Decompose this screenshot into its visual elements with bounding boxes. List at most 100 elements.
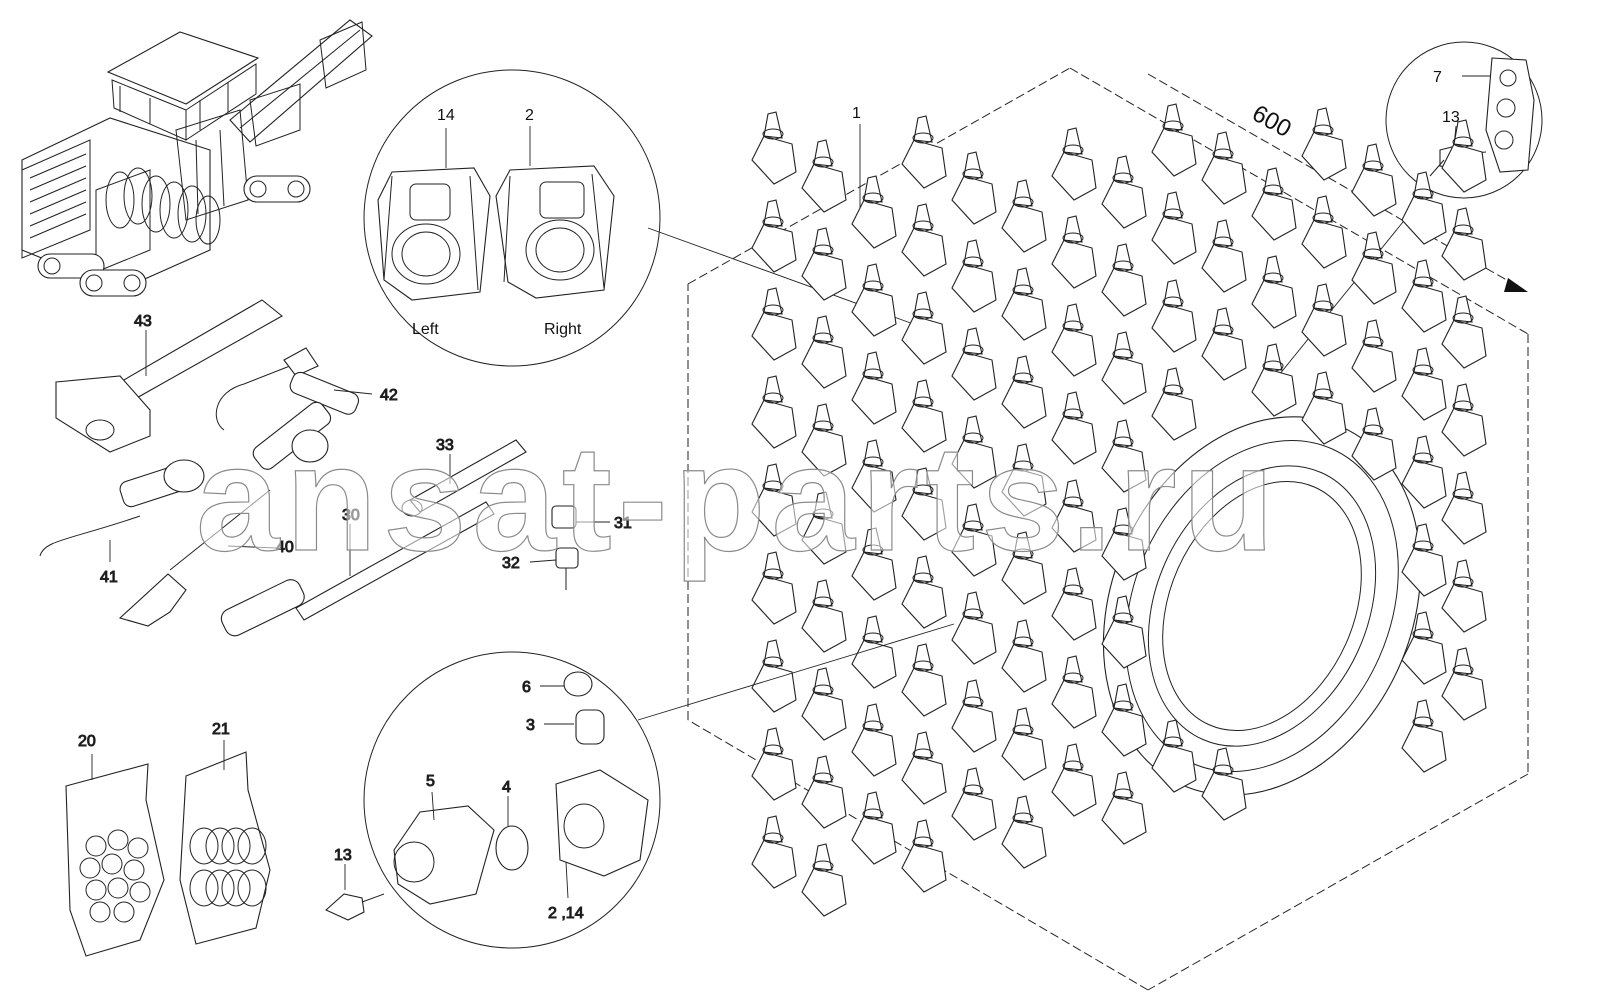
label-press-41: 41 bbox=[100, 569, 118, 586]
label-inset-pick-13: 13 bbox=[1442, 109, 1460, 126]
drum-tooth bbox=[1351, 319, 1397, 393]
drum-tooth bbox=[901, 379, 947, 453]
puller-drawing: 42 bbox=[215, 347, 398, 431]
drum-tooth bbox=[1101, 331, 1147, 405]
drum-tooth bbox=[1351, 143, 1397, 217]
holder-combo-drawing: 2 ,14 bbox=[548, 769, 649, 923]
drum-tooth bbox=[1401, 611, 1447, 685]
drum-tooth bbox=[1301, 283, 1347, 357]
label-extractor-40: 40 bbox=[276, 539, 294, 556]
drum-tooth bbox=[1001, 443, 1047, 517]
label-drift-30: 30 bbox=[342, 507, 360, 524]
housing-drawing: 5 bbox=[393, 773, 495, 905]
drum-tooth bbox=[1401, 523, 1447, 597]
drum-tooth bbox=[1151, 103, 1197, 177]
drum-tooth bbox=[1441, 119, 1487, 193]
socket-drawings: 31 32 bbox=[502, 505, 632, 590]
leader-exploded-inset bbox=[637, 623, 955, 721]
drum-tooth bbox=[1301, 371, 1347, 445]
label-bar-33: 33 bbox=[436, 437, 454, 454]
drum-tooth bbox=[951, 239, 997, 313]
drum-tooth bbox=[1051, 127, 1097, 201]
drum-tooth bbox=[751, 463, 797, 537]
drum-tooth bbox=[1351, 407, 1397, 481]
drum-tooth bbox=[801, 579, 847, 653]
drum-tooth bbox=[951, 767, 997, 841]
machine-drum-cluster bbox=[105, 167, 221, 245]
drum-tooth bbox=[1301, 107, 1347, 181]
exploded-inset: 6 3 5 4 2 ,14 bbox=[325, 651, 661, 949]
drum-tooth bbox=[901, 819, 947, 893]
drum-tooth bbox=[851, 263, 897, 337]
drum-tooth bbox=[1441, 647, 1487, 721]
drum-tooth bbox=[1201, 219, 1247, 293]
label-socket-32: 32 bbox=[502, 555, 520, 572]
drum-tooth bbox=[801, 315, 847, 389]
drum-tooth bbox=[1101, 771, 1147, 845]
direction-arrow-icon bbox=[1504, 278, 1528, 292]
drum-tooth bbox=[1251, 255, 1297, 329]
extractor-drawing: 40 bbox=[118, 401, 332, 627]
drum-tooth bbox=[951, 327, 997, 401]
drift-drawing: 30 bbox=[220, 501, 495, 637]
drum-tooth bbox=[951, 151, 997, 225]
drum-tooth bbox=[801, 843, 847, 917]
drum-tooth bbox=[901, 555, 947, 629]
drum-tooth bbox=[1101, 683, 1147, 757]
bar-drawing: 33 bbox=[401, 437, 527, 517]
drum-tooth bbox=[1441, 207, 1487, 281]
drum-tooth bbox=[801, 667, 847, 741]
label-holder-combo: 2 ,14 bbox=[548, 905, 584, 922]
hammer-drawing: 43 bbox=[55, 299, 283, 453]
drum-tooth bbox=[1051, 655, 1097, 729]
drum-tooth bbox=[851, 175, 897, 249]
drum-tooth bbox=[1001, 619, 1047, 693]
drum-tooth bbox=[951, 503, 997, 577]
drum-tooth bbox=[1401, 171, 1447, 245]
drum-tooth bbox=[801, 491, 847, 565]
label-sleeve-3: 3 bbox=[526, 717, 535, 734]
right-holder-drawing bbox=[495, 165, 615, 299]
drum-tooth bbox=[901, 643, 947, 717]
press-drawing: 41 bbox=[39, 459, 205, 587]
drum-tooth bbox=[851, 615, 897, 689]
drum-tooth bbox=[851, 791, 897, 865]
drum-tooth bbox=[1101, 507, 1147, 581]
label-drum-1: 1 bbox=[852, 105, 861, 122]
drum-tooth bbox=[1301, 195, 1347, 269]
label-left-text: Left bbox=[412, 321, 439, 338]
drum-tooth bbox=[1051, 391, 1097, 465]
drum-tooth bbox=[901, 467, 947, 541]
bag-21: 21 bbox=[179, 721, 271, 945]
drum-tooth bbox=[1051, 215, 1097, 289]
drum-tooth bbox=[1201, 131, 1247, 205]
drum-tooth bbox=[1441, 295, 1487, 369]
drum-tooth bbox=[751, 375, 797, 449]
drum-tooth bbox=[901, 291, 947, 365]
drum-tooth bbox=[951, 591, 997, 665]
drum-tooth bbox=[1401, 435, 1447, 509]
drum-tooth bbox=[1051, 743, 1097, 817]
drum-tooth bbox=[1251, 343, 1297, 417]
drum-tooth bbox=[1001, 355, 1047, 429]
tools-group: 43 42 41 40 bbox=[39, 299, 632, 637]
spring-ring-drawing: 4 bbox=[495, 779, 529, 871]
label-bag-21: 21 bbox=[212, 721, 230, 738]
label-spring-ring-4: 4 bbox=[502, 779, 511, 796]
holder-inset: 14 2 Left Right bbox=[363, 69, 661, 367]
drum-tooth bbox=[1051, 303, 1097, 377]
drum-assembly: 600 1 bbox=[687, 67, 1529, 991]
drum-tooth bbox=[751, 551, 797, 625]
drum-tooth bbox=[1151, 367, 1197, 441]
dimension-line bbox=[1147, 73, 1525, 291]
drum-tooth bbox=[1151, 279, 1197, 353]
drum-tooth bbox=[751, 727, 797, 801]
drum-tooth bbox=[1001, 531, 1047, 605]
left-holder-drawing bbox=[377, 167, 491, 301]
drum-tooth bbox=[1401, 699, 1447, 773]
label-socket-31: 31 bbox=[614, 515, 632, 532]
watermark-text: ansat-parts.ru bbox=[196, 414, 1280, 582]
drum-tooth bbox=[1441, 471, 1487, 545]
